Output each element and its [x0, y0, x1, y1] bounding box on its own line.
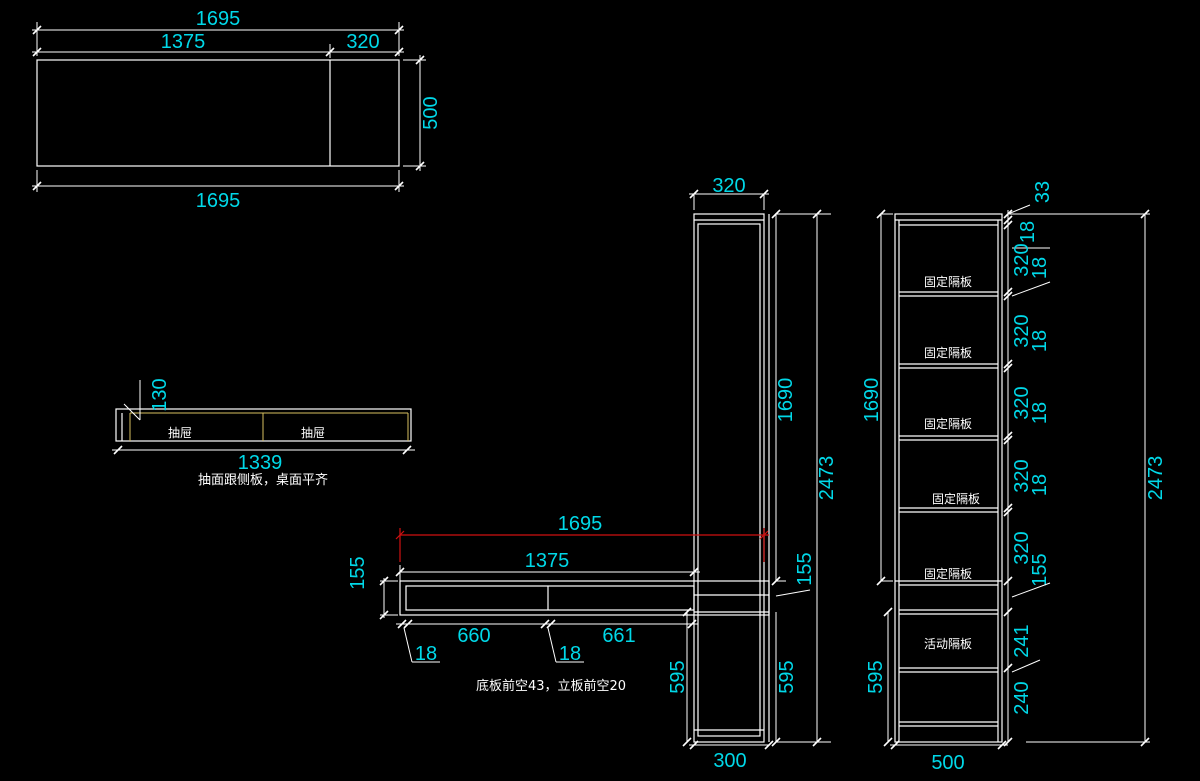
front-overall-width: 1695	[558, 513, 603, 535]
side-top-gap: 33	[1032, 181, 1054, 203]
fixed-shelf-label-4: 固定隔板	[932, 491, 980, 506]
side-lower-section: 155	[1029, 553, 1051, 586]
side-lower-height: 595	[865, 660, 887, 693]
drawer-height: 130	[149, 378, 171, 411]
front-panel-left: 18	[415, 643, 437, 665]
front-top-width: 320	[712, 175, 745, 197]
fixed-shelf-label-5: 固定隔板	[924, 566, 972, 581]
front-desk-span: 1375	[525, 550, 570, 572]
front-elevation: 320 1690 2473 155 595 1695 1375	[347, 175, 838, 772]
side-shelf-thickness-4: 18	[1029, 474, 1051, 496]
front-desk-thickness-right: 155	[794, 552, 816, 585]
fixed-shelf-label-1: 固定隔板	[924, 274, 972, 289]
drawer-note: 抽面跟侧板，桌面平齐	[198, 472, 328, 488]
side-shelf-spacing-5: 320	[1011, 531, 1033, 564]
plan-bottom-total: 1695	[196, 190, 241, 212]
plan-left-part: 1375	[161, 31, 206, 53]
plan-right-part: 320	[346, 31, 379, 53]
side-shelf-thickness-1: 18	[1029, 257, 1051, 279]
side-total-height: 2473	[1145, 456, 1167, 501]
side-shelf-spacing-2: 320	[1011, 314, 1033, 347]
side-shelf-thickness-3: 18	[1029, 402, 1051, 424]
fixed-shelf-label-2: 固定隔板	[924, 345, 972, 360]
side-elevation: 固定隔板 固定隔板 固定隔板 固定隔板 固定隔板 活动隔板 1690 595 2…	[861, 181, 1167, 774]
side-shelf-spacing-4: 320	[1011, 459, 1033, 492]
drawer-label-left: 抽屉	[168, 426, 192, 440]
drawer-width: 1339	[238, 452, 283, 474]
drawer-unit: 抽屉 抽屉 130 1339 抽面跟侧板，桌面平齐	[112, 378, 415, 488]
fixed-shelf-label-3: 固定隔板	[924, 416, 972, 431]
side-depth: 500	[931, 752, 964, 774]
plan-top-total: 1695	[196, 8, 241, 30]
adjustable-shelf-label: 活动隔板	[924, 637, 972, 651]
side-upper-height: 1690	[861, 378, 883, 423]
plan-outline	[36, 59, 400, 167]
side-adjustable-lower: 240	[1011, 681, 1033, 714]
side-adjustable-upper: 241	[1011, 624, 1033, 657]
front-base-width: 300	[713, 750, 746, 772]
side-shelf-spacing-3: 320	[1011, 386, 1033, 419]
side-shelf-thickness-2: 18	[1029, 330, 1051, 352]
front-total-height: 2473	[816, 456, 838, 501]
front-lower-height-right: 595	[776, 660, 798, 693]
front-lower-height-left: 595	[667, 660, 689, 693]
side-shelf-spacing-1: 320	[1011, 243, 1033, 276]
plan-depth: 500	[420, 96, 442, 129]
drawer-label-right: 抽屉	[301, 426, 325, 440]
side-shelf-thickness-top: 18	[1017, 221, 1039, 243]
front-bay-right: 661	[602, 625, 635, 647]
plan-view: 1695 1375 320 500 1695	[32, 8, 442, 212]
front-desk-thickness-left: 155	[347, 556, 369, 589]
front-bay-left: 660	[457, 625, 490, 647]
front-panel-mid: 18	[559, 643, 581, 665]
front-upper-height: 1690	[775, 378, 797, 423]
front-note: 底板前空43，立板前空20	[476, 678, 626, 694]
